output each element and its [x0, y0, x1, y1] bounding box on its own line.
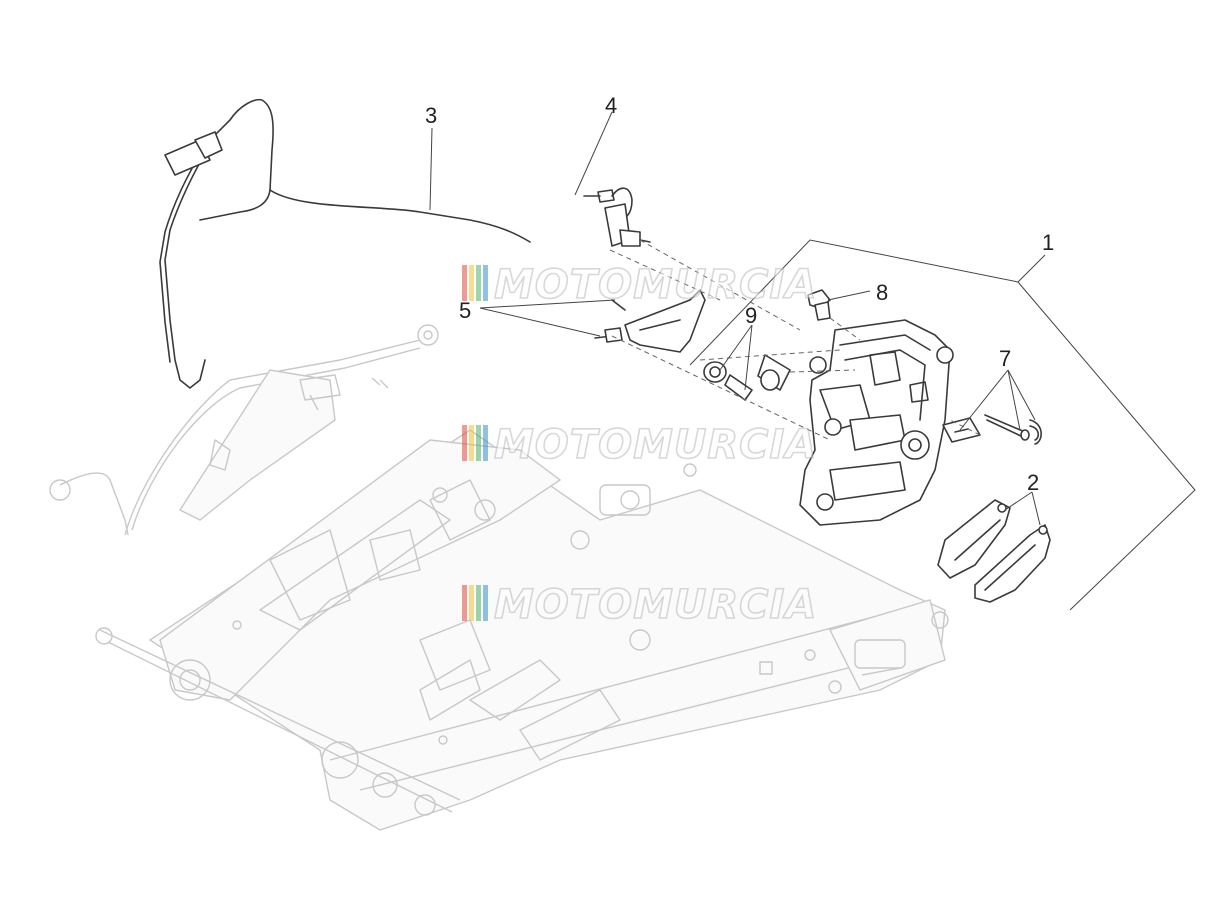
- watermark-stripe: [483, 265, 488, 301]
- swingarm-ghost: [49, 324, 949, 831]
- callout-1: 1: [1042, 230, 1054, 255]
- callout-5: 5: [459, 298, 471, 323]
- watermark-text: MOTOMURCIA: [494, 582, 817, 628]
- watermark-logo: MOTOMURCIA: [462, 581, 817, 629]
- bleed-screw: [807, 289, 831, 321]
- watermark-stripe: [462, 425, 467, 461]
- watermark-stripe: [469, 265, 474, 301]
- sensor-bracket: [594, 289, 706, 353]
- watermark-logo: MOTOMURCIA: [462, 261, 817, 309]
- brake-caliper: [799, 319, 954, 526]
- callout-labels: 1 2 3 4 5 7 8 9: [425, 93, 1054, 495]
- callout-9: 9: [745, 303, 757, 328]
- watermark-stripe: [476, 585, 481, 621]
- assembly-lines: [609, 239, 981, 441]
- leader-lines: [429, 111, 1196, 611]
- watermark: MOTOMURCIA MOTOMURCIA MOTOMURCIA: [462, 261, 817, 629]
- callout-7: 7: [999, 346, 1011, 371]
- callout-3: 3: [425, 103, 437, 128]
- callout-2: 2: [1027, 470, 1039, 495]
- watermark-stripe: [469, 425, 474, 461]
- callout-8: 8: [876, 280, 888, 305]
- watermark-stripe: [483, 585, 488, 621]
- watermark-stripe: [469, 585, 474, 621]
- watermark-stripe: [476, 425, 481, 461]
- pad-pin-kit: [942, 414, 1042, 445]
- speed-sensor: [583, 187, 651, 247]
- brake-pads: [937, 499, 1051, 603]
- watermark-stripe: [476, 265, 481, 301]
- watermark-logo: MOTOMURCIA: [462, 421, 817, 469]
- caliper-bushings: [703, 354, 791, 401]
- sensor-cable: [159, 98, 531, 389]
- watermark-stripe: [483, 425, 488, 461]
- watermark-text: MOTOMURCIA: [494, 262, 817, 308]
- callout-4: 4: [605, 93, 617, 118]
- watermark-text: MOTOMURCIA: [494, 422, 817, 468]
- watermark-stripe: [462, 585, 467, 621]
- watermark-stripe: [462, 265, 467, 301]
